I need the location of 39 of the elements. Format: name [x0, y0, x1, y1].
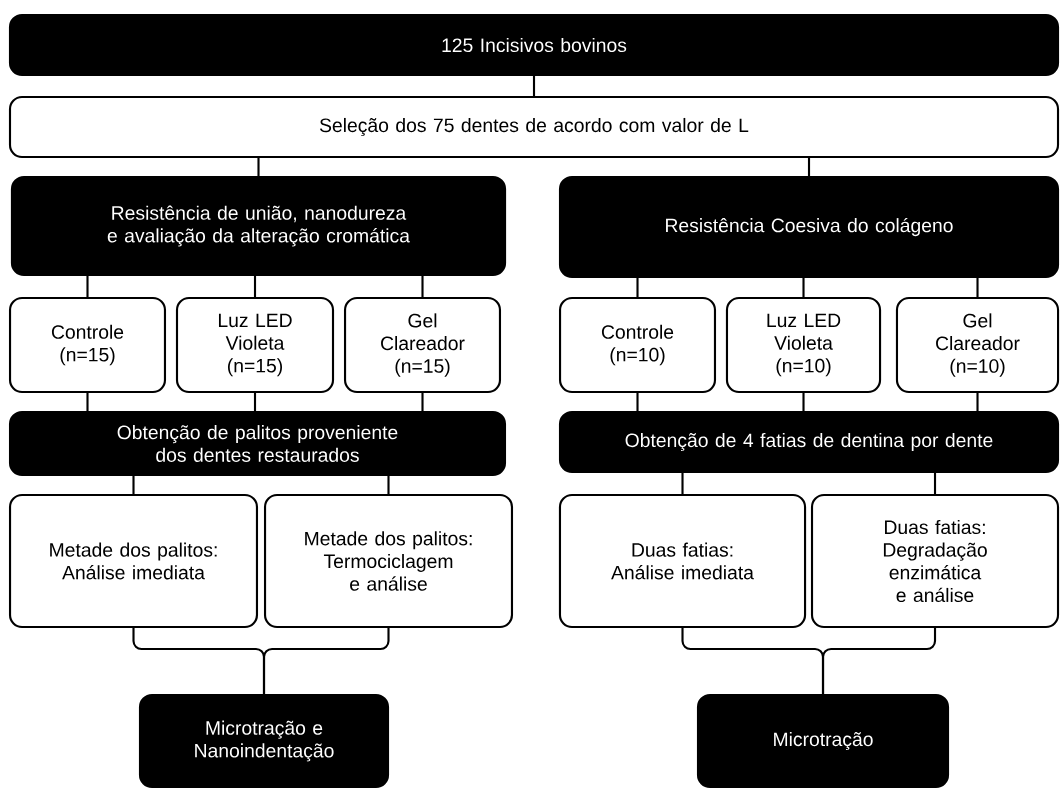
process-box: Duas fatias: Degradação enzimática e análise — [810, 493, 1060, 629]
step-box: Resistência de união, nanodureza e avaliação da alteração cromática — [10, 175, 507, 277]
connector-line — [636, 277, 639, 298]
process-box: Controle (n=10) — [558, 296, 717, 394]
process-box: Duas fatias: Análise imediata — [558, 493, 807, 629]
process-box: Luz LED Violeta (n=15) — [175, 296, 335, 394]
connector-line — [253, 275, 257, 298]
connector-line — [132, 475, 135, 495]
connector-line — [802, 277, 805, 298]
brace-connector — [821, 627, 937, 695]
connector-line — [933, 472, 937, 495]
connector-line — [86, 275, 89, 298]
connector-line — [387, 475, 390, 495]
process-box: Gel Clareador (n=15) — [343, 296, 502, 394]
connector-line — [421, 275, 424, 298]
connector-line — [802, 392, 805, 412]
step-box: Obtenção de palitos proveniente dos dentes restaurados — [8, 410, 507, 477]
step-box: Obtenção de 4 fatias de dentina por dente — [558, 410, 1060, 474]
connector-line — [86, 392, 89, 412]
connector-line — [253, 392, 257, 412]
connector-line — [976, 277, 979, 298]
step-box: Microtração — [696, 693, 950, 789]
process-box: Controle (n=15) — [8, 296, 167, 394]
connector-line — [532, 75, 536, 97]
step-box: Microtração e Nanoindentação — [138, 693, 390, 789]
connector-line — [636, 392, 639, 412]
process-box: Gel Clareador (n=10) — [895, 296, 1060, 394]
connector-line — [421, 392, 424, 412]
connector-line — [807, 157, 811, 177]
step-box: Resistência Coesiva do colágeno — [558, 175, 1060, 279]
step-box: 125 Incisivos bovinos — [8, 13, 1060, 77]
connector-line — [257, 157, 260, 177]
process-box: Metade dos palitos: Análise imediata — [8, 493, 259, 629]
connector-line — [976, 392, 979, 412]
brace-connector — [262, 627, 390, 695]
process-box: Seleção dos 75 dentes de acordo com valor de L — [8, 95, 1060, 159]
connector-line — [681, 472, 684, 495]
process-box: Luz LED Violeta (n=10) — [725, 296, 882, 394]
process-box: Metade dos palitos: Termociclagem e análise — [263, 493, 514, 629]
